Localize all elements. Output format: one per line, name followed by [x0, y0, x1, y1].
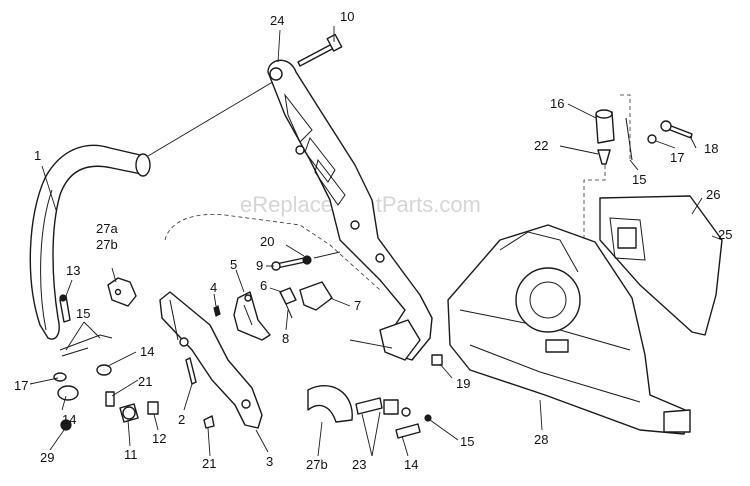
callout-14-lower: 14 [62, 412, 76, 427]
handle-leader [147, 79, 277, 157]
callout-8: 8 [282, 331, 289, 346]
callout-14-bottom: 14 [404, 457, 418, 472]
callout-3: 3 [266, 454, 273, 469]
callout-27a: 27a [96, 221, 118, 236]
washer-20 [302, 255, 312, 265]
callout-20: 20 [260, 234, 274, 249]
nut-29 [60, 419, 72, 431]
main-housing-28 [447, 224, 691, 435]
screw-10 [297, 33, 343, 67]
lever-7 [299, 281, 333, 311]
front-handle-bar [29, 144, 151, 340]
lever-6 [279, 287, 297, 305]
callout-18: 18 [704, 141, 718, 156]
mount-dashline-2 [620, 94, 631, 160]
leader-20 [313, 251, 341, 259]
screw-13 [59, 294, 71, 323]
pin-4 [213, 305, 221, 317]
bolt-18 [660, 120, 693, 139]
callout-15-left: 15 [76, 306, 90, 321]
callout-13: 13 [66, 263, 80, 278]
callout-14-upper: 14 [140, 344, 154, 359]
callout-27b-lower: 27b [306, 457, 328, 472]
throttle-bracket-5 [233, 291, 271, 341]
mount-bracket [159, 291, 263, 429]
pin-15-right [625, 117, 633, 161]
bolt-21-bottom [203, 415, 215, 429]
callout-24: 24 [270, 13, 284, 28]
callout-23: 23 [352, 457, 366, 472]
mount-dashline [583, 165, 606, 240]
boot-27b-lower [307, 385, 353, 423]
callout-1: 1 [34, 148, 41, 163]
assembly-outline [164, 214, 381, 291]
callout-19: 19 [456, 376, 470, 391]
callout-21-left: 21 [138, 374, 152, 389]
spring-8 [285, 303, 293, 319]
rear-handle-frame [267, 59, 433, 361]
washer-17-right [647, 134, 657, 144]
callout-25: 25 [718, 227, 732, 242]
bolt-21-left [105, 391, 115, 407]
callout-5: 5 [230, 257, 237, 272]
bushing-12 [147, 401, 159, 415]
knob-11 [119, 403, 139, 423]
callout-29: 29 [40, 450, 54, 465]
callout-11: 11 [124, 447, 138, 462]
callout-27b-upper: 27b [96, 237, 118, 252]
callout-15-right: 15 [632, 172, 646, 187]
callout-16: 16 [550, 96, 564, 111]
handle-clamp-bracket [107, 277, 137, 307]
callout-6: 6 [260, 278, 267, 293]
spring-15-left [59, 334, 113, 357]
leader-lines [29, 26, 723, 457]
callout-labels: 1 10 24 13 15 14 17 14 21 29 11 12 27a 2… [14, 9, 732, 472]
mount-nut-22 [597, 149, 611, 165]
callout-4: 4 [210, 280, 217, 295]
nut-washer-14 [53, 364, 112, 401]
rubber-mount-16 [595, 109, 615, 144]
callout-2: 2 [178, 412, 185, 427]
side-cover-25 [599, 195, 723, 336]
callout-9: 9 [256, 258, 263, 273]
callout-15-bottom: 15 [460, 434, 474, 449]
callout-26: 26 [706, 187, 720, 202]
callout-17-right: 17 [670, 150, 684, 165]
callout-28: 28 [534, 432, 548, 447]
pin-2 [185, 357, 197, 385]
callout-21-bottom: 21 [202, 456, 216, 471]
callout-7: 7 [354, 298, 361, 313]
callout-10: 10 [340, 9, 354, 24]
callout-22: 22 [534, 138, 548, 153]
fastener-group-23 [355, 397, 432, 439]
bolt-9 [271, 257, 306, 271]
plate-19 [431, 354, 443, 366]
callout-12: 12 [152, 431, 166, 446]
leader-frame [349, 339, 393, 349]
callout-17-left: 17 [14, 378, 28, 393]
